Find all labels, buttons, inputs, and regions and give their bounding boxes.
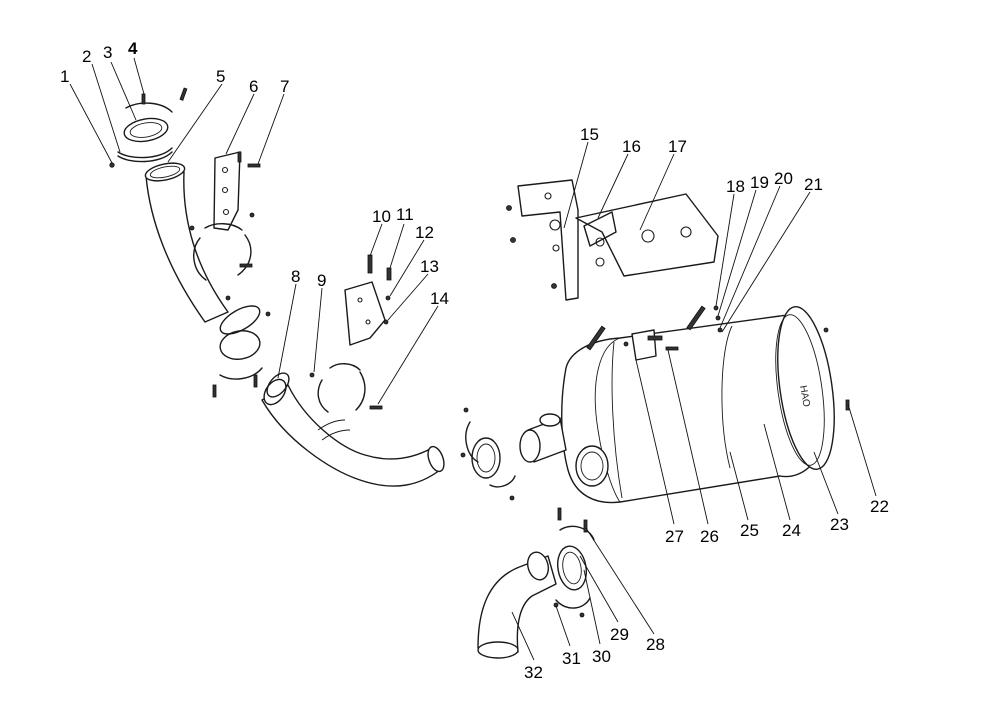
bolt-28 bbox=[583, 519, 588, 533]
nut-18 bbox=[713, 305, 719, 311]
bolt-top-muffler bbox=[647, 335, 663, 341]
callout-29: 29 bbox=[610, 625, 629, 644]
bracket-10 bbox=[344, 281, 386, 346]
bolt-4 bbox=[141, 93, 146, 105]
support-bracket-17 bbox=[575, 193, 719, 277]
clamp-inlet bbox=[465, 421, 516, 488]
callout-15: 15 bbox=[580, 125, 599, 144]
bolt-7 bbox=[247, 163, 261, 168]
tailpipe-elbow-32 bbox=[477, 551, 557, 659]
callout-23: 23 bbox=[830, 515, 849, 534]
muffler-brand-text: HAO bbox=[797, 385, 812, 408]
support-bracket-15 bbox=[517, 179, 579, 301]
callout-31: 31 bbox=[562, 649, 581, 668]
bolt-hanger bbox=[239, 263, 253, 268]
callout-2: 2 bbox=[82, 47, 91, 66]
callout-6: 6 bbox=[249, 77, 258, 96]
bolt-22 bbox=[845, 399, 850, 411]
callout-13: 13 bbox=[420, 257, 439, 276]
nut-muffler-end bbox=[823, 327, 829, 333]
nut-12 bbox=[385, 295, 391, 301]
intermediate-pipe bbox=[261, 378, 445, 487]
muffler-body: HAO bbox=[561, 306, 835, 504]
callout-27: 27 bbox=[665, 527, 684, 546]
callout-4: 4 bbox=[128, 39, 138, 58]
callout-9: 9 bbox=[317, 271, 326, 290]
stud-27 bbox=[586, 325, 606, 351]
mounting-bracket-6 bbox=[213, 151, 241, 231]
bolt-bracket-a bbox=[506, 205, 512, 211]
bolt-mid-2 bbox=[253, 374, 258, 388]
callout-20: 20 bbox=[774, 169, 793, 188]
nut-muffler-top bbox=[623, 341, 629, 347]
bolt-bracket-c bbox=[551, 283, 557, 289]
nut-bracket bbox=[249, 212, 255, 218]
callout-30: 30 bbox=[592, 647, 611, 666]
callout-22: 22 bbox=[870, 497, 889, 516]
callout-18: 18 bbox=[726, 177, 745, 196]
nut-mid bbox=[225, 295, 231, 301]
bracket-clamp-16 bbox=[583, 211, 617, 247]
mid-gasket-rings bbox=[219, 305, 263, 380]
callout-28: 28 bbox=[646, 635, 665, 654]
callout-32: 32 bbox=[524, 663, 543, 682]
bolt-upper bbox=[179, 87, 188, 101]
callout-7: 7 bbox=[280, 77, 289, 96]
nut-31b bbox=[579, 612, 585, 618]
callout-12: 12 bbox=[415, 223, 434, 242]
bolt-14 bbox=[369, 405, 383, 410]
callout-10: 10 bbox=[372, 207, 391, 226]
callout-17: 17 bbox=[668, 137, 687, 156]
bolt-bracket-b bbox=[510, 237, 516, 243]
callout-1: 1 bbox=[60, 67, 69, 86]
bolt-10 bbox=[367, 254, 373, 274]
callout-16: 16 bbox=[622, 137, 641, 156]
nut-1 bbox=[109, 162, 115, 168]
nut-hanger bbox=[189, 225, 195, 231]
nut-mid-2 bbox=[265, 311, 271, 317]
callout-24: 24 bbox=[782, 521, 801, 540]
callout-3: 3 bbox=[103, 43, 112, 62]
callout-8: 8 bbox=[291, 267, 300, 286]
nut-inlet-2 bbox=[460, 452, 466, 458]
nut-inlet-1 bbox=[463, 407, 469, 413]
bolt-28a bbox=[557, 507, 562, 521]
nut-19 bbox=[715, 315, 721, 321]
clamp-8 bbox=[266, 372, 290, 398]
nut-9 bbox=[309, 372, 315, 378]
callout-21: 21 bbox=[804, 175, 823, 194]
bolt-upper-bracket bbox=[237, 151, 242, 163]
pipe-hanger-clamp bbox=[193, 223, 252, 281]
hanger-clamp-center bbox=[317, 363, 366, 413]
leader-lines bbox=[69, 57, 877, 661]
bolt-mid-1 bbox=[212, 384, 217, 398]
callout-11: 11 bbox=[396, 205, 414, 224]
callout-19: 19 bbox=[750, 173, 769, 192]
stud-25 bbox=[686, 305, 706, 331]
callout-5: 5 bbox=[216, 67, 225, 86]
clamp-29 bbox=[555, 525, 595, 609]
nut-13 bbox=[383, 319, 389, 325]
clamp-top bbox=[117, 102, 173, 163]
muffler-outlet-tube bbox=[575, 445, 609, 487]
nut-inlet-3 bbox=[509, 495, 515, 501]
front-exhaust-pipe bbox=[144, 162, 229, 323]
bolt-11 bbox=[386, 267, 392, 281]
gasket-30 bbox=[556, 545, 588, 591]
callout-14: 14 bbox=[430, 289, 449, 308]
muffler-inlet-tube bbox=[519, 413, 567, 463]
muffler-top-bracket-26 bbox=[631, 329, 657, 361]
callout-26: 26 bbox=[700, 527, 719, 546]
callout-25: 25 bbox=[740, 521, 759, 540]
bolt-26 bbox=[665, 346, 679, 351]
nut-20 bbox=[717, 327, 723, 333]
flange-gasket-top bbox=[123, 117, 169, 143]
callout-numbers: 1 2 3 4 5 6 7 8 9 10 11 12 13 14 15 16 1… bbox=[60, 39, 889, 682]
